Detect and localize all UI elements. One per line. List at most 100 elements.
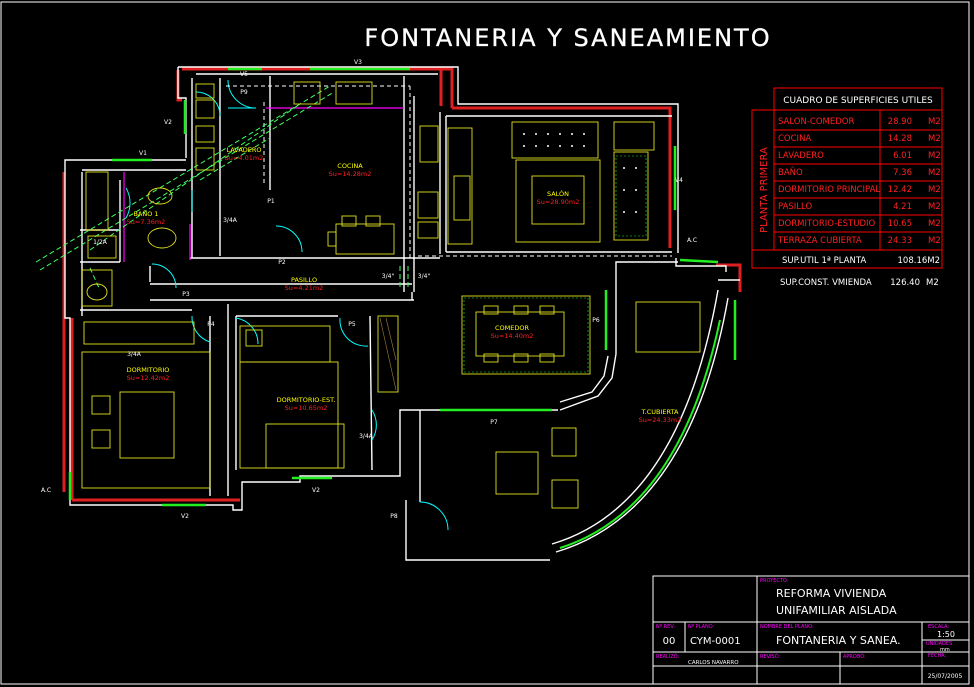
tb-fecha-value: 25/07/2005 <box>928 673 963 680</box>
tb-proyecto-line1: REFORMA VIVIENDA <box>776 587 887 600</box>
surface-area: 4.21 <box>893 202 912 212</box>
surface-unit: M2 <box>928 168 941 178</box>
room-area: Su=10.65m2 <box>285 404 328 412</box>
tb-escala-label: ESCALA: <box>928 624 949 630</box>
room-name: LAVADERO <box>226 146 261 154</box>
tb-nombre-label: NOMBRE DEL PLANO: <box>760 624 814 630</box>
tb-realizo-value: CARLOS NAVARRO <box>688 660 739 666</box>
pipe-label: 3/4" <box>382 273 395 280</box>
title-block: PROYECTO: Nº REV. Nº PLANO: NOMBRE DEL P… <box>652 575 970 685</box>
tb-reviso-label: REVISÓ: <box>760 653 781 660</box>
surface-area: 10.65 <box>888 219 912 229</box>
room-area: Su=7.36m2 <box>127 218 166 226</box>
tb-realizo-label: REALIZÓ: <box>656 653 680 660</box>
surface-unit: M2 <box>928 151 941 161</box>
surface-area: 24.33 <box>888 236 912 246</box>
windows <box>68 67 737 549</box>
opening-labels: V1 V2 V3 V4 V5 V2 V2 P1 P2 P3 P4 P5 P6 P… <box>41 59 697 520</box>
surface-area: 6.01 <box>893 151 912 161</box>
surface-room: LAVADERO <box>778 151 824 161</box>
surface-room: PASILLO <box>778 202 812 212</box>
window-label: V1 <box>139 150 147 157</box>
surfaces-table: CUADRO DE SUPERFICIES UTILES PLANTA PRIM… <box>751 87 943 288</box>
window-label: V2 <box>181 513 189 520</box>
ac-label: A.C <box>41 487 51 494</box>
tb-proyecto-label: PROYECTO: <box>760 578 789 584</box>
sofa-cushions <box>523 133 637 213</box>
surface-unit: M2 <box>928 236 941 246</box>
room-area: Su=14.28m2 <box>329 170 372 178</box>
surface-unit: M2 <box>928 219 941 229</box>
pipe-size-label: 1/2A <box>93 239 108 246</box>
window-label: V3 <box>354 59 362 66</box>
window-label: V5 <box>240 71 248 78</box>
room-area: Su=12.42m2 <box>127 374 170 382</box>
surface-area: 7.36 <box>893 168 912 178</box>
room-area: Su=24.33m2 <box>639 416 682 424</box>
surfaces-const-label: SUP.CONST. VMIENDA <box>780 278 872 288</box>
door-label: P4 <box>207 321 215 328</box>
room-name: BAÑO 1 <box>133 209 158 218</box>
pipe-size-label: 3/4A <box>127 351 142 358</box>
tb-rev-value: 00 <box>663 636 676 647</box>
doors <box>125 79 449 531</box>
tb-proyecto-line2: UNIFAMILIAR AISLADA <box>776 604 897 617</box>
tb-plano-num-label: Nº PLANO: <box>688 624 715 630</box>
tb-units-value: mm <box>940 647 950 653</box>
surface-room: COCINA <box>778 134 811 144</box>
room-area: Su=4.01m2 <box>225 154 264 162</box>
tb-plano-num-value: CYM-0001 <box>690 636 741 647</box>
room-name: COMEDOR <box>495 324 529 332</box>
surfaces-table-header: CUADRO DE SUPERFICIES UTILES <box>783 96 933 106</box>
surfaces-table-side-label: PLANTA PRIMERA <box>759 147 770 233</box>
surfaces-total-label: SUP.UTIL 1ª PLANTA <box>782 256 866 266</box>
room-name: SALÓN <box>547 189 569 198</box>
ceiling-dashed-lines <box>226 85 672 258</box>
furniture-accents <box>379 155 647 391</box>
room-labels: LAVADERO Su=4.01m2 COCINA Su=14.28m2 SAL… <box>127 146 682 424</box>
tb-escala-value: 1:50 <box>937 630 955 639</box>
pipe-size-label: 3/4A <box>359 433 374 440</box>
exterior-band <box>62 67 742 502</box>
window-label: V4 <box>675 177 683 184</box>
surface-area: 12.42 <box>888 185 912 195</box>
surface-room: DORMITORIO PRINCIPAL <box>778 185 880 195</box>
surfaces-table-rows: SALON-COMEDOR 28.90 M2 COCINA 14.28 M2 L… <box>777 117 941 246</box>
tb-units-label: UNIDADES <box>926 641 952 647</box>
door-label: P6 <box>592 317 600 324</box>
tb-fecha-label: FECHA: <box>928 653 947 659</box>
room-name: DORMITORIO-EST. <box>277 396 336 404</box>
tb-rev-label: Nº REV. <box>656 624 675 630</box>
door-label: P5 <box>348 321 356 328</box>
door-label: P9 <box>240 89 248 96</box>
room-area: Su=4.21m2 <box>285 284 324 292</box>
pipe-size-label: 3/4A <box>223 217 238 224</box>
surfaces-const-unit: M2 <box>926 278 939 288</box>
floor-plan: LAVADERO Su=4.01m2 COCINA Su=14.28m2 SAL… <box>35 59 742 561</box>
door-label: P3 <box>182 291 190 298</box>
pipe-label: 3/4" <box>418 273 431 280</box>
window-label: V2 <box>312 487 320 494</box>
door-label: P2 <box>278 259 286 266</box>
hidden-lines <box>123 107 404 262</box>
room-name: COCINA <box>337 162 363 170</box>
surface-unit: M2 <box>928 134 941 144</box>
drawing-title: FONTANERIA Y SANEAMIENTO <box>364 24 771 52</box>
room-name: PASILLO <box>291 276 317 284</box>
surface-area: 28.90 <box>888 117 912 127</box>
surface-room: DORMITORIO-ESTUDIO <box>778 219 876 229</box>
door-label: P1 <box>267 198 275 205</box>
door-label: P7 <box>490 419 498 426</box>
surface-unit: M2 <box>928 117 941 127</box>
surface-unit: M2 <box>928 185 941 195</box>
ac-label: A.C <box>687 237 697 244</box>
room-name: T.CUBIERTA <box>640 408 679 416</box>
surfaces-const-value: 126.40 <box>890 278 920 288</box>
room-area: Su=14.40m2 <box>491 332 534 340</box>
door-label: P8 <box>390 513 398 520</box>
furniture <box>81 81 701 509</box>
surfaces-total-value: 108.16M2 <box>898 256 940 266</box>
